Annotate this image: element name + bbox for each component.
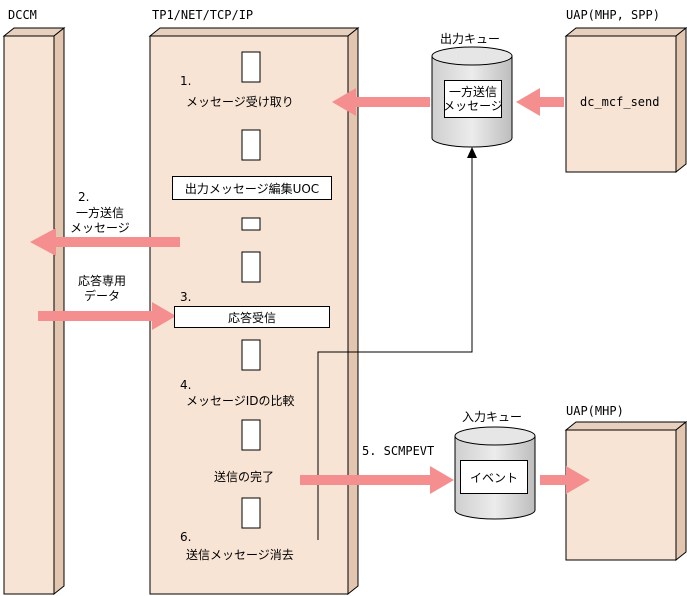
tp1-label: TP1/NET/TCP/IP (152, 8, 254, 22)
event-box: イベント (460, 460, 528, 494)
uap-bottom-label: UAP(MHP) (566, 404, 624, 418)
uoc-label: 出力メッセージ編集UOC (184, 181, 320, 196)
uap-top-label: UAP(MHP, SPP) (566, 8, 660, 22)
dc-mcf-send-label: dc_mcf_send (580, 95, 660, 109)
input-queue-label: 入力キュー (462, 410, 523, 424)
step1-number: 1. (180, 74, 192, 88)
step4-text: メッセージIDの比較 (186, 394, 295, 408)
dccm-label: DCCM (8, 8, 37, 22)
uap-bottom-box (564, 420, 687, 562)
oneway-message-line2: メッセージ (443, 99, 503, 113)
oneway-message-line1: 一方送信 (448, 85, 497, 99)
step3-number: 3. (180, 290, 192, 304)
send-complete-text: 送信の完了 (214, 470, 275, 484)
step6-number: 6. (180, 530, 192, 544)
uap-top-box (564, 26, 687, 174)
response-data-line1: 応答専用 (78, 274, 127, 288)
return-line (317, 147, 477, 540)
response-data-line2: データ (84, 289, 121, 303)
output-queue-label: 出力キュー (440, 32, 501, 46)
oneway-message-box: 一方送信 メッセージ (443, 80, 503, 118)
step5-label: 5. SCMPEVT (362, 444, 435, 458)
uoc-box: 出力メッセージ編集UOC (172, 176, 332, 200)
step1-text: メッセージ受け取り (186, 95, 294, 109)
response-receive-box: 応答受信 (174, 306, 330, 328)
step2-number: 2. (78, 190, 90, 204)
response-receive-label: 応答受信 (227, 310, 276, 325)
pink-arrows (30, 88, 590, 494)
step4-number: 4. (180, 378, 192, 392)
tp1-slot-boxes (241, 51, 261, 529)
step6-text: 送信メッセージ消去 (186, 548, 294, 562)
event-label: イベント (469, 470, 518, 485)
step2-line2: メッセージ (70, 221, 130, 235)
step2-line1: 一方送信 (76, 206, 125, 220)
